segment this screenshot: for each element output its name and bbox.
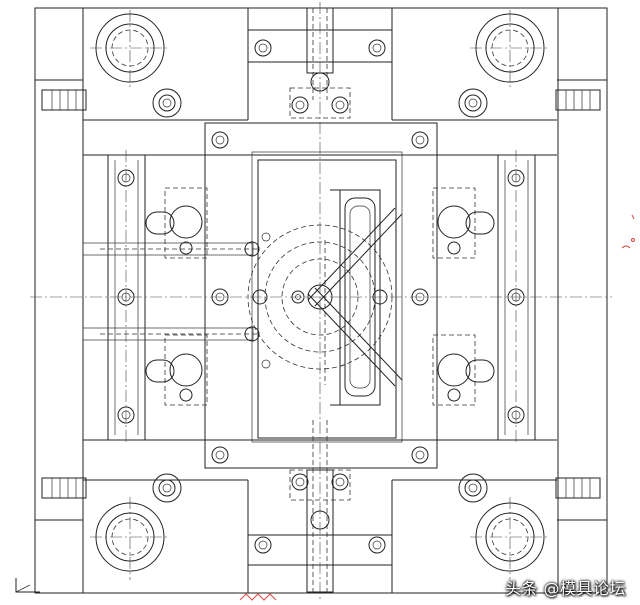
boss-top-right: [470, 10, 550, 88]
side-rails: [107, 154, 536, 441]
angled-lifters: [307, 207, 403, 387]
molded-part-outline: [330, 189, 381, 406]
side-hex-nuts: [41, 89, 601, 499]
centerlines: [30, 2, 612, 600]
corner-guide-bosses: [90, 10, 550, 580]
slide-blocks: [145, 187, 495, 406]
red-annotation-marks: [239, 214, 635, 601]
rail-bolts: [117, 131, 525, 464]
corner-marks: [15, 578, 40, 593]
plate-bolts: [152, 39, 488, 554]
watermark-text: 头条 @模具论坛: [504, 579, 626, 598]
boss-bottom-right: [470, 497, 550, 580]
boss-bottom-left: [90, 497, 170, 580]
boss-top-left: [90, 10, 170, 88]
horizontal-guide-pins: [82, 232, 271, 369]
